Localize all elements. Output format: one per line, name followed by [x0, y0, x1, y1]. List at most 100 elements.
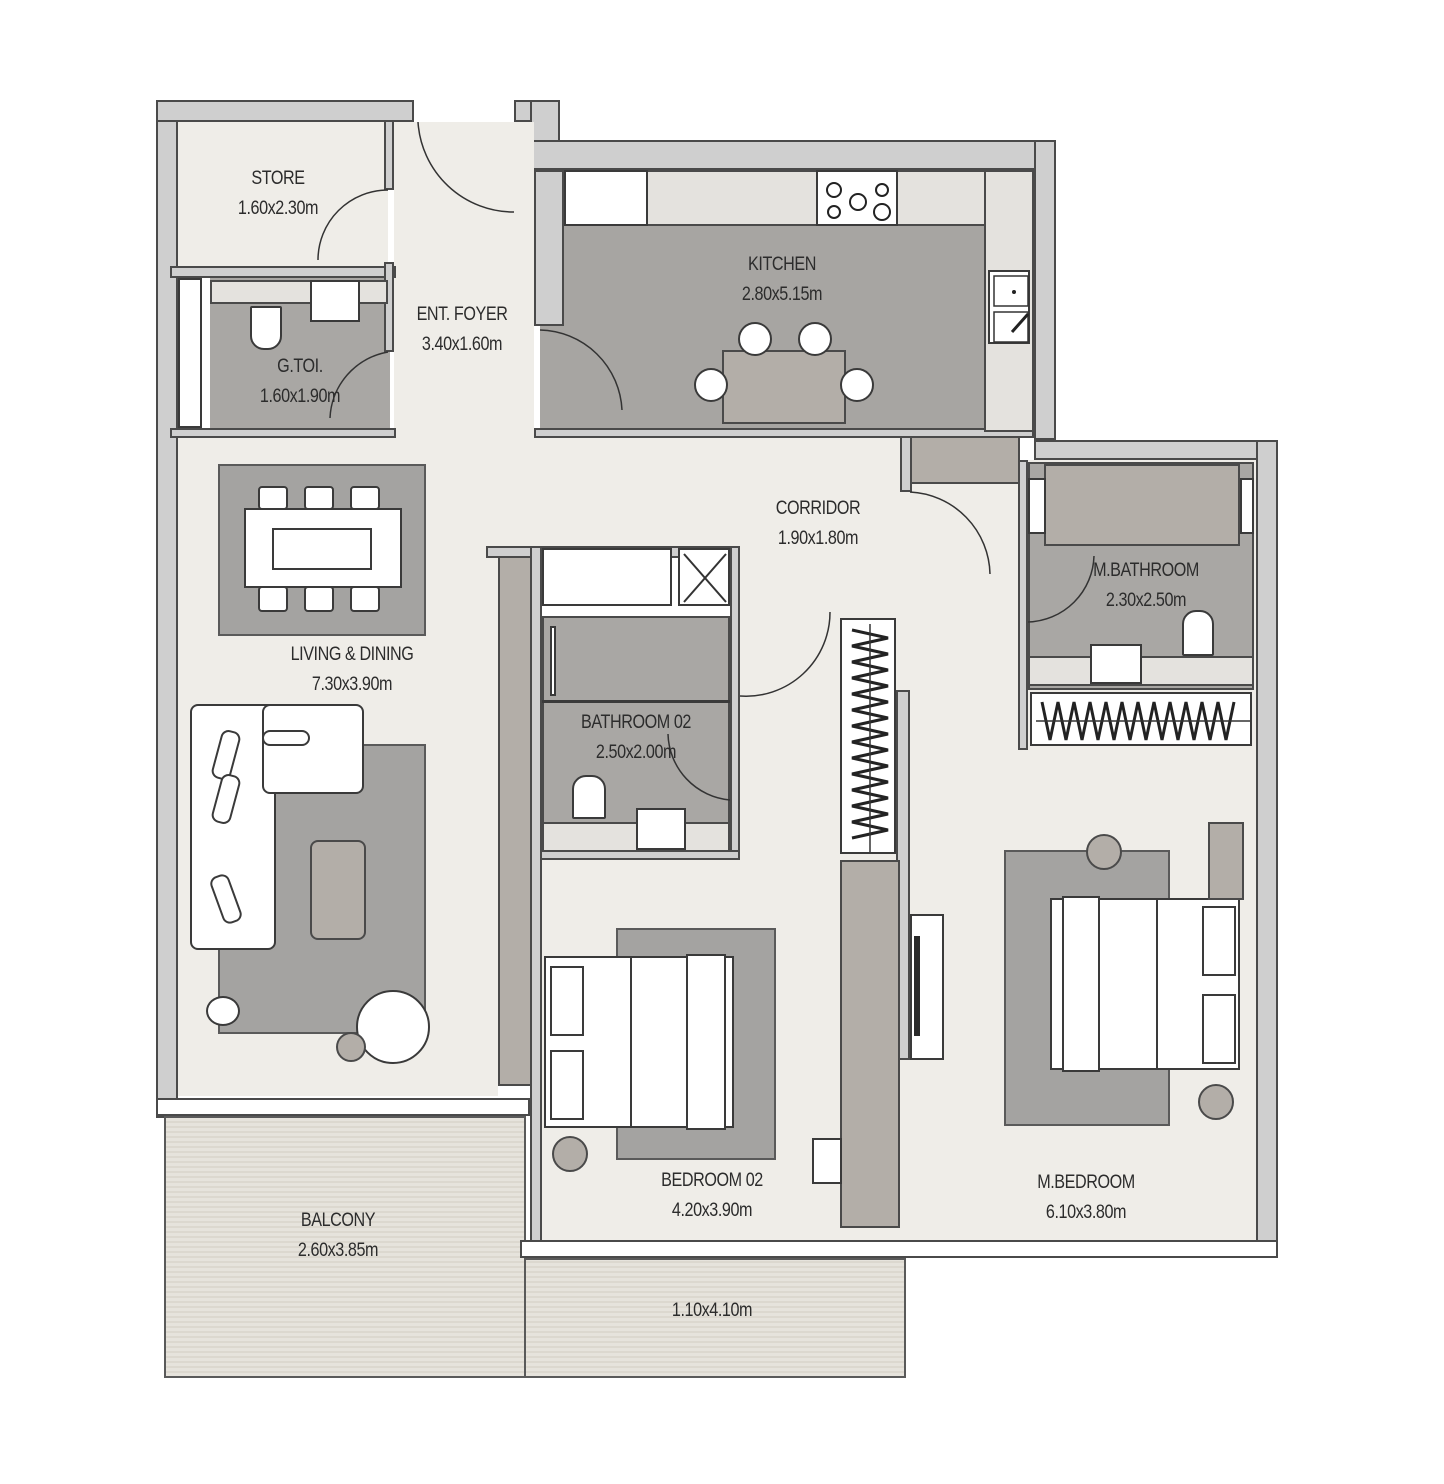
room-size: 2.80x5.15m — [741, 284, 823, 305]
room-size: 1.10x4.10m — [671, 1300, 753, 1321]
bedroom02-pillow — [550, 966, 584, 1036]
room-name: STORE — [251, 168, 305, 189]
bedroom02-nightstand — [552, 1136, 588, 1172]
kitchen-chair — [798, 322, 832, 356]
room-label-mbathroom: M.BATHROOM 2.30x2.50m — [1078, 556, 1214, 616]
dining-chair — [350, 586, 380, 612]
room-label-balcony-ext: 1.10x4.10m — [653, 1296, 772, 1326]
sofa-cushion — [262, 730, 310, 746]
wall-store-right — [384, 120, 394, 190]
sofa-chaise — [262, 704, 364, 794]
side-table — [336, 1032, 366, 1062]
kitchen-chair — [738, 322, 772, 356]
room-name: ENT. FOYER — [416, 304, 508, 325]
room-size: 1.60x2.30m — [237, 198, 319, 219]
gtoi-toilet — [250, 306, 282, 350]
balcony-deck-ext — [526, 1258, 906, 1378]
master-nightstand — [1198, 1084, 1234, 1120]
room-name: BATHROOM 02 — [581, 712, 691, 733]
bedroom02-bed-line — [630, 958, 632, 1126]
cooktop — [816, 170, 898, 226]
dining-chair — [304, 586, 334, 612]
bath02-shower-bar — [550, 626, 556, 696]
outer-wall-top-left — [156, 100, 414, 122]
coffee-table — [310, 840, 366, 940]
room-size: 6.10x3.80m — [1045, 1202, 1127, 1223]
room-name: G.TOI. — [277, 356, 323, 377]
kitchen-chair — [694, 368, 728, 402]
bedroom02-duvet-fold — [686, 954, 726, 1130]
dining-chair — [304, 486, 334, 510]
wall-corridor-right — [900, 436, 912, 492]
dining-table-inset — [272, 528, 372, 570]
room-label-bathroom02: BATHROOM 02 2.50x2.00m — [568, 708, 704, 768]
room-size: 7.30x3.90m — [311, 674, 393, 695]
armchair — [356, 990, 430, 1064]
bedroom02-wardrobe — [840, 860, 900, 1228]
room-label-gtoilet: G.TOI. 1.60x1.90m — [241, 352, 360, 412]
room-size: 4.20x3.90m — [671, 1200, 753, 1221]
mbath-sink — [1090, 644, 1142, 684]
corridor-wardrobe — [840, 618, 896, 854]
wall-kitchen-left — [534, 170, 564, 326]
room-label-mbedroom: M.BEDROOM 6.10x3.80m — [1018, 1168, 1154, 1228]
dining-chair — [258, 586, 288, 612]
room-size: 2.50x2.00m — [595, 742, 677, 763]
wall-store-bottom — [170, 266, 396, 278]
balcony-glazing — [156, 1098, 530, 1116]
room-label-bedroom02: BEDROOM 02 4.20x3.90m — [644, 1166, 780, 1226]
room-size: 2.60x3.85m — [297, 1240, 379, 1261]
master-nightstand — [1086, 834, 1122, 870]
outer-wall-kitchen-right — [1034, 140, 1056, 440]
room-label-living: LIVING & DINING 7.30x3.90m — [276, 640, 429, 700]
room-size: 3.40x1.60m — [421, 334, 503, 355]
room-name: CORRIDOR — [775, 498, 861, 519]
hanger-zigzag-icon — [1036, 701, 1250, 741]
room-label-corridor: CORRIDOR 1.90x1.80m — [759, 494, 878, 554]
corridor-cabinet — [910, 436, 1020, 484]
floor-foyer — [394, 122, 534, 440]
room-size: 1.90x1.80m — [777, 528, 859, 549]
dining-chair — [258, 486, 288, 510]
room-label-foyer: ENT. FOYER 3.40x1.60m — [403, 300, 522, 360]
room-label-kitchen: KITCHEN 2.80x5.15m — [723, 250, 842, 310]
burners-icon — [826, 182, 891, 221]
wall-toilet-bottom — [170, 428, 396, 438]
room-label-store: STORE 1.60x2.30m — [219, 164, 338, 224]
gtoi-sink — [310, 280, 360, 322]
floor-corridor — [498, 436, 910, 550]
room-name: KITCHEN — [748, 254, 816, 275]
room-size: 1.60x1.90m — [259, 386, 341, 407]
bath02-linen-cabinet — [542, 548, 672, 606]
bedroom02-pillow — [550, 1050, 584, 1120]
master-bathtub — [1044, 464, 1240, 546]
wall-kitchen-bottom — [534, 428, 1034, 438]
bathtub-end-left — [1028, 478, 1046, 534]
dining-chair — [350, 486, 380, 510]
master-pillow — [1202, 906, 1236, 976]
master-side-cabinet — [1208, 822, 1244, 900]
shaft-cross-icon — [683, 553, 727, 603]
bath02-toilet — [572, 775, 606, 819]
mbath-toilet — [1182, 610, 1214, 656]
room-name: BALCONY — [300, 1210, 376, 1231]
floor-lamp — [206, 996, 240, 1026]
bedroom02-desk — [812, 1138, 842, 1184]
room-name: BEDROOM 02 — [661, 1170, 763, 1191]
room-name: LIVING & DINING — [290, 644, 414, 665]
floor-store — [178, 122, 388, 270]
living-wardrobe-panel — [498, 556, 532, 1086]
room-size: 2.30x2.50m — [1105, 590, 1187, 611]
bath02-shaft — [678, 548, 730, 606]
kitchen-chair — [840, 368, 874, 402]
master-pillow — [1202, 994, 1236, 1064]
bedroom-glazing — [520, 1240, 1278, 1258]
bath02-shower-line — [542, 700, 730, 703]
master-wardrobe — [1030, 692, 1252, 746]
wall-mbath-left — [1018, 460, 1028, 750]
toilet-cabinet — [178, 278, 202, 428]
kitchen-sink — [988, 270, 1030, 344]
wall-toilet-right — [384, 262, 394, 352]
kitchen-table — [722, 350, 846, 424]
